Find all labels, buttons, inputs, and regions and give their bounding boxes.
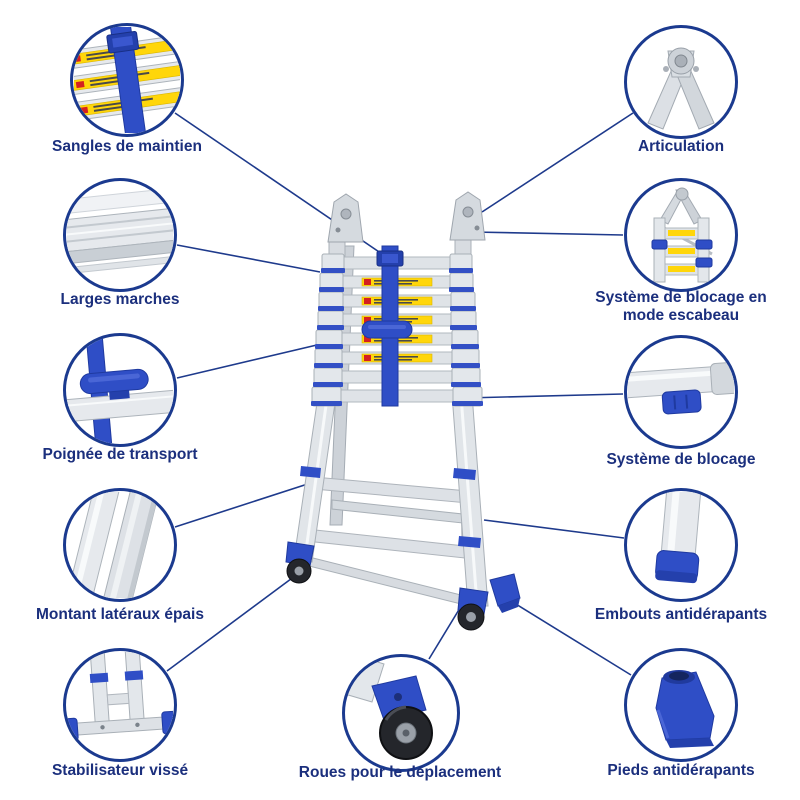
callout-articulation: [624, 25, 738, 139]
callout-side-rails: [63, 488, 177, 602]
callout-stepladder-lock: [624, 178, 738, 292]
ladder-illustration: [285, 191, 521, 631]
feature-label-feet: Pieds antidérapants: [607, 762, 755, 779]
feature-label-articulation: Articulation: [637, 138, 725, 155]
line-stabilizer: [166, 569, 304, 672]
line-side-rails: [174, 479, 321, 528]
line-wheels: [428, 607, 461, 660]
lock-detail-icon: [628, 361, 734, 415]
feature-label-lock: Système de blocage: [606, 451, 756, 468]
line-end-caps: [483, 519, 625, 539]
callout-wide-steps: [63, 178, 177, 292]
feature-label-stepladder-lock: Système de blocage en mode escabeau: [595, 289, 767, 325]
callout-lock: [624, 335, 738, 449]
stepladder-lock-detail-icon: [651, 187, 713, 283]
callout-end-caps: [624, 488, 738, 602]
stabilizer-detail-icon: [67, 652, 173, 742]
callout-straps: [70, 23, 184, 137]
feature-label-stabilizer: Stabilisateur vissé: [51, 762, 189, 779]
wheel-detail-icon: [348, 660, 433, 760]
line-articulation: [481, 112, 634, 213]
hinge-detail-icon: [647, 47, 715, 130]
handle-detail-icon: [67, 337, 173, 443]
feature-label-end-caps: Embouts antidérapants: [594, 606, 768, 623]
straps-detail-icon: [74, 27, 180, 133]
line-lock: [464, 393, 624, 399]
callout-stabilizer: [63, 648, 177, 762]
callout-wheels: [342, 654, 460, 772]
callout-feet: [624, 648, 738, 762]
side-rail-detail-icon: [67, 492, 162, 598]
wide-step-detail-icon: [67, 187, 173, 275]
line-wide-steps: [176, 244, 321, 273]
callout-handle: [63, 333, 177, 447]
line-feet: [505, 597, 632, 676]
feature-label-handle: Poignée de transport: [42, 446, 198, 463]
feature-label-side-rails: Montant latéraux épais: [36, 606, 204, 623]
end-cap-detail-icon: [655, 492, 702, 584]
feature-label-wide-steps: Larges marches: [60, 291, 180, 308]
line-stepladder-lock: [471, 231, 624, 236]
feature-label-straps: Sangles de maintien: [52, 138, 202, 155]
feature-label-wheels: Roues pour le déplacement: [298, 764, 502, 781]
foot-detail-icon: [655, 670, 715, 748]
